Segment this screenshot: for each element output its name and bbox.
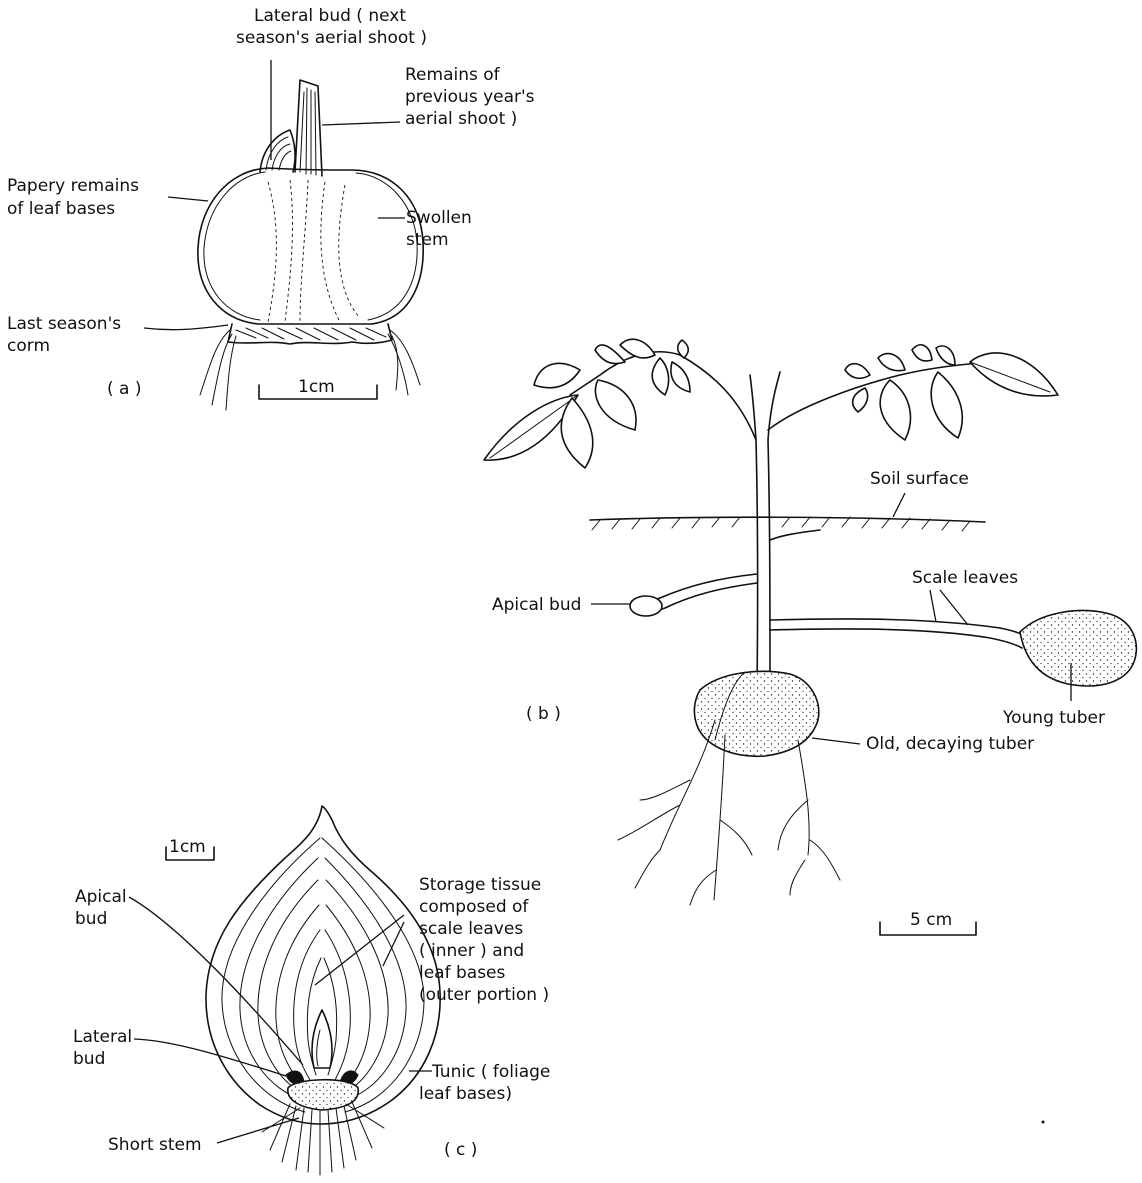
apical-bud-tip bbox=[630, 596, 662, 616]
panel-c-scale-label: 1cm bbox=[169, 837, 206, 857]
label-lateral-bud: Lateral bud ( next season's aerial shoot… bbox=[236, 6, 427, 48]
panel-a-scale-label: 1cm bbox=[298, 377, 335, 397]
label-apical-bud-c: Apical bud bbox=[75, 887, 132, 929]
label-remains-aerial-shoot: Remains of previous year's aerial shoot … bbox=[405, 65, 540, 129]
young-tuber bbox=[1020, 611, 1136, 686]
potato-leaves-left bbox=[484, 339, 690, 468]
corm-swollen-stem bbox=[198, 168, 423, 324]
panel-c-tag: ( c ) bbox=[444, 1140, 477, 1160]
previous-shoot-remains bbox=[295, 80, 322, 176]
panel-a-tag: ( a ) bbox=[107, 379, 142, 399]
panel-b-scale-label: 5 cm bbox=[910, 910, 952, 930]
label-young-tuber: Young tuber bbox=[1002, 708, 1105, 728]
label-lateral-bud-c: Lateral bud bbox=[73, 1027, 138, 1069]
label-soil-surface: Soil surface bbox=[870, 469, 969, 489]
panel-b-tag: ( b ) bbox=[526, 704, 561, 724]
potato-leaves-right bbox=[845, 345, 1058, 440]
panel-b-potato: Soil surface Apical bud Scale leaves You… bbox=[484, 339, 1136, 935]
panel-a-corm: Lateral bud ( next season's aerial shoot… bbox=[7, 6, 540, 410]
bulb-apical-bud bbox=[312, 1010, 332, 1068]
label-papery-remains: Papery remains of leaf bases bbox=[7, 176, 144, 219]
stolon-right bbox=[770, 619, 1025, 636]
label-scale-leaves: Scale leaves bbox=[912, 568, 1018, 588]
old-decaying-tuber bbox=[694, 671, 818, 756]
label-old-tuber: Old, decaying tuber bbox=[866, 734, 1034, 754]
panel-c-bulb: 1cm Apical bud Storage tissue composed o… bbox=[73, 806, 556, 1175]
label-short-stem: Short stem bbox=[108, 1135, 202, 1155]
label-apical-bud-b: Apical bud bbox=[492, 595, 581, 615]
label-last-season-corm: Last season's corm bbox=[7, 314, 127, 356]
stray-mark bbox=[1042, 1121, 1045, 1124]
label-tunic: Tunic ( foliage leaf bases) bbox=[419, 1062, 556, 1104]
last-season-corm bbox=[228, 324, 392, 344]
label-swollen-stem: Swollen stem bbox=[406, 208, 477, 250]
label-storage-tissue: Storage tissue composed of scale leaves … bbox=[419, 875, 549, 1005]
potato-stem bbox=[750, 375, 758, 690]
bulb-outline bbox=[206, 806, 440, 1124]
